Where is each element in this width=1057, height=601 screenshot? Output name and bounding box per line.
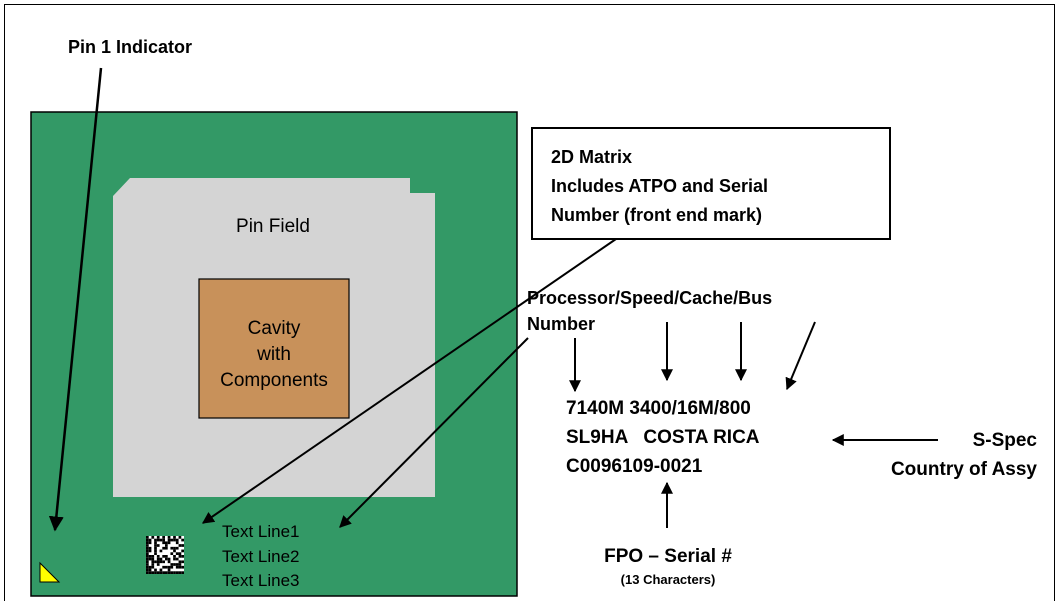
- diagram-frame: [4, 4, 1055, 601]
- bus-arrow: [785, 321, 816, 391]
- text-line2: Text Line2: [222, 547, 300, 566]
- text-line-arrow: [339, 337, 529, 528]
- matrix-callout-line1: 2D Matrix: [551, 147, 632, 167]
- fpo-label: FPO – Serial #: [604, 546, 732, 567]
- matrix-callout-box: [531, 127, 891, 240]
- cavity-label-line2: with: [256, 344, 291, 365]
- matrix-callout-line3: Number (front end mark): [551, 205, 762, 225]
- matrix-callout-arrow: [202, 238, 617, 524]
- marking-line1: 7140M 3400/16M/800: [566, 398, 751, 419]
- marking-line2: SL9HA COSTA RICA: [566, 427, 760, 448]
- cavity-label-line3: Components: [220, 370, 328, 391]
- processor-label-line1: Processor/Speed/Cache/Bus: [527, 288, 772, 308]
- processor-label-line2: Number: [527, 314, 595, 334]
- text-line3: Text Line3: [222, 571, 300, 590]
- matrix-callout-line2: Includes ATPO and Serial: [551, 176, 768, 196]
- country-label: Country of Assy: [891, 459, 1037, 480]
- marking-line3: C0096109-0021: [566, 456, 703, 477]
- sspec-label: S-Spec: [973, 430, 1038, 451]
- cavity: [198, 278, 350, 419]
- cavity-label-line1: Cavity: [248, 318, 301, 339]
- pin1-indicator-label: Pin 1 Indicator: [68, 37, 192, 57]
- text-line1: Text Line1: [222, 522, 300, 541]
- pin1-indicator-triangle: [39, 561, 61, 583]
- pin-field-label: Pin Field: [236, 216, 310, 237]
- pin1-arrow: [48, 67, 103, 532]
- 2d-matrix-code: [146, 536, 184, 574]
- fpo-sub-label: (13 Characters): [621, 572, 716, 587]
